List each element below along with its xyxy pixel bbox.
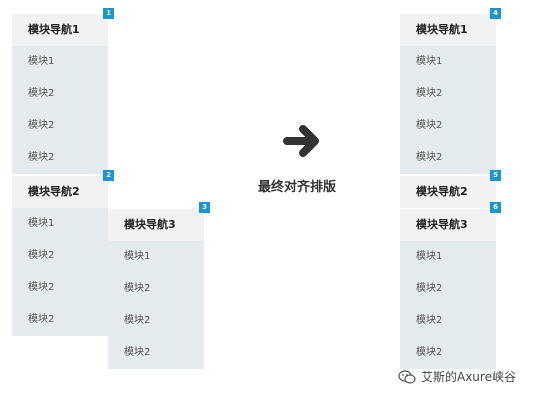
left-module-nav-1: 模块导航1 模块1 模块2 模块2 模块2 <box>12 14 108 174</box>
module-item[interactable]: 模块1 <box>400 241 496 273</box>
module-item[interactable]: 模块2 <box>400 142 496 174</box>
badge-2: 2 <box>103 170 114 181</box>
module-item[interactable]: 模块2 <box>12 78 108 110</box>
watermark-text: 艾斯的Axure峡谷 <box>421 370 516 384</box>
module-item[interactable]: 模块1 <box>12 208 108 240</box>
module-item[interactable]: 模块2 <box>108 273 204 305</box>
module-item[interactable]: 模块1 <box>400 46 496 78</box>
module-item[interactable]: 模块2 <box>400 305 496 337</box>
module-item[interactable]: 模块1 <box>108 241 204 273</box>
badge-5: 5 <box>490 170 501 181</box>
module-item[interactable]: 模块1 <box>12 46 108 78</box>
module-nav-header[interactable]: 模块导航2 <box>12 176 108 208</box>
module-item[interactable]: 模块2 <box>108 305 204 337</box>
badge-3: 3 <box>199 202 210 213</box>
module-item[interactable]: 模块2 <box>400 110 496 142</box>
left-module-nav-3: 模块导航3 模块1 模块2 模块2 模块2 <box>108 209 204 369</box>
badge-4: 4 <box>490 8 501 19</box>
module-item[interactable]: 模块2 <box>108 337 204 369</box>
module-nav-header[interactable]: 模块导航2 <box>400 176 496 208</box>
module-item[interactable]: 模块2 <box>12 142 108 174</box>
module-item[interactable]: 模块2 <box>12 272 108 304</box>
right-module-nav-3: 模块导航3 模块1 模块2 模块2 模块2 <box>400 209 496 369</box>
wechat-icon <box>398 369 416 384</box>
module-nav-header[interactable]: 模块导航1 <box>12 14 108 46</box>
right-module-nav-1: 模块导航1 模块1 模块2 模块2 模块2 <box>400 14 496 174</box>
module-nav-header[interactable]: 模块导航3 <box>400 209 496 241</box>
badge-6: 6 <box>490 202 501 213</box>
module-item[interactable]: 模块2 <box>12 240 108 272</box>
arrow-right-icon <box>283 125 319 157</box>
caption: 最终对齐排版 <box>258 180 337 195</box>
module-item[interactable]: 模块2 <box>12 110 108 142</box>
watermark: 艾斯的Axure峡谷 <box>398 368 516 385</box>
module-item[interactable]: 模块2 <box>400 337 496 369</box>
module-nav-header[interactable]: 模块导航1 <box>400 14 496 46</box>
left-module-nav-2: 模块导航2 模块1 模块2 模块2 模块2 <box>12 176 108 336</box>
right-module-nav-2: 模块导航2 <box>400 176 496 208</box>
badge-1: 1 <box>103 8 114 19</box>
module-item[interactable]: 模块2 <box>400 273 496 305</box>
module-item[interactable]: 模块2 <box>400 78 496 110</box>
module-item[interactable]: 模块2 <box>12 304 108 336</box>
module-nav-header[interactable]: 模块导航3 <box>108 209 204 241</box>
